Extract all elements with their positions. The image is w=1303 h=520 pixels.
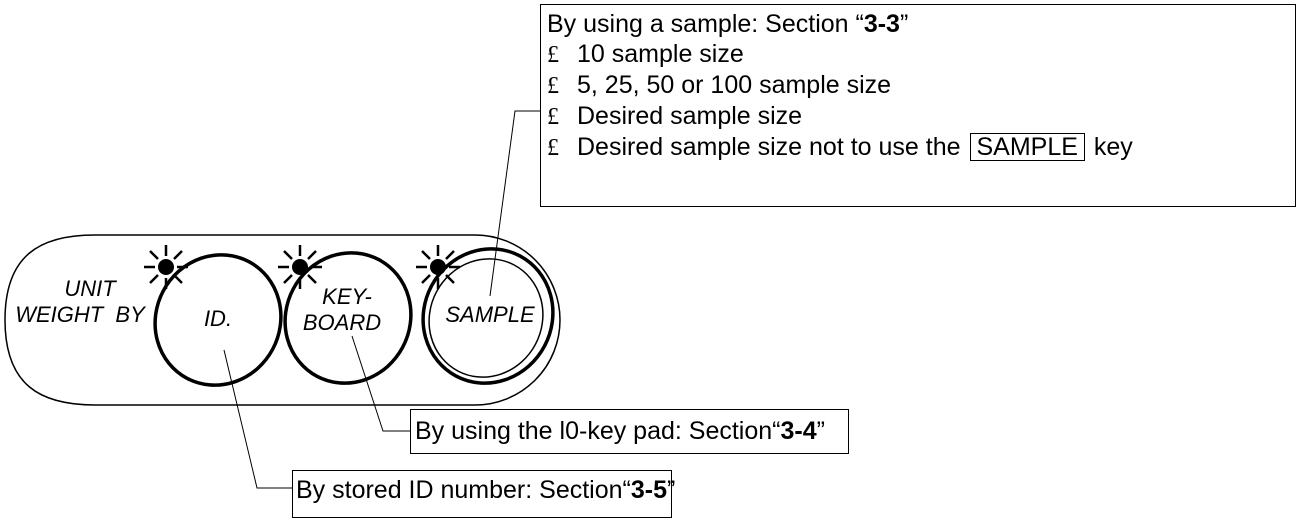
- leader-line-id: [223, 349, 292, 489]
- section-ref-3-4: 3-4: [780, 417, 817, 445]
- panel-label-unit: UNIT: [64, 276, 117, 301]
- panel-outline: [4, 234, 561, 406]
- id-key[interactable]: ID.: [132, 233, 303, 408]
- lamp-sample-icon: [416, 245, 460, 289]
- id-method-callout: By stored ID number: Section“3-5”: [292, 470, 675, 518]
- sample-key-label: SAMPLE: [445, 302, 535, 327]
- leader-line-keyboard: [351, 335, 410, 432]
- bullet-icon: £: [547, 135, 559, 161]
- keypad-method-callout: By using the l0-key pad: Section“3-4”: [410, 409, 849, 454]
- leader-line-sample: [489, 110, 540, 297]
- keyboard-key-label-line1: KEY-: [322, 284, 372, 309]
- keyboard-key[interactable]: KEY- BOARD: [262, 231, 433, 406]
- sample-keycap: SAMPLE: [969, 133, 1085, 161]
- sample-method-heading: By using a sample: Section “3-3”: [547, 10, 909, 38]
- keyboard-key-label-line2: BOARD: [303, 310, 381, 335]
- section-ref-3-3: 3-3: [863, 10, 900, 38]
- lamp-keyboard-icon: [278, 245, 322, 289]
- list-item: £10 sample size: [547, 40, 744, 68]
- bullet-icon: £: [547, 73, 559, 99]
- list-item: £Desired sample size not to use the SAMP…: [547, 133, 1133, 161]
- sample-key[interactable]: SAMPLE: [400, 226, 577, 406]
- section-ref-3-5: 3-5: [630, 476, 668, 504]
- sample-method-callout: By using a sample: Section “3-3” £10 sam…: [540, 4, 1296, 207]
- lamp-id-icon: [144, 245, 188, 289]
- bullet-icon: £: [547, 42, 559, 68]
- id-key-label: ID.: [204, 306, 232, 331]
- list-item: £5, 25, 50 or 100 sample size: [547, 71, 892, 99]
- panel-label-weight-by: WEIGHT BY: [15, 302, 146, 327]
- bullet-icon: £: [547, 104, 559, 130]
- list-item: £Desired sample size: [547, 102, 803, 130]
